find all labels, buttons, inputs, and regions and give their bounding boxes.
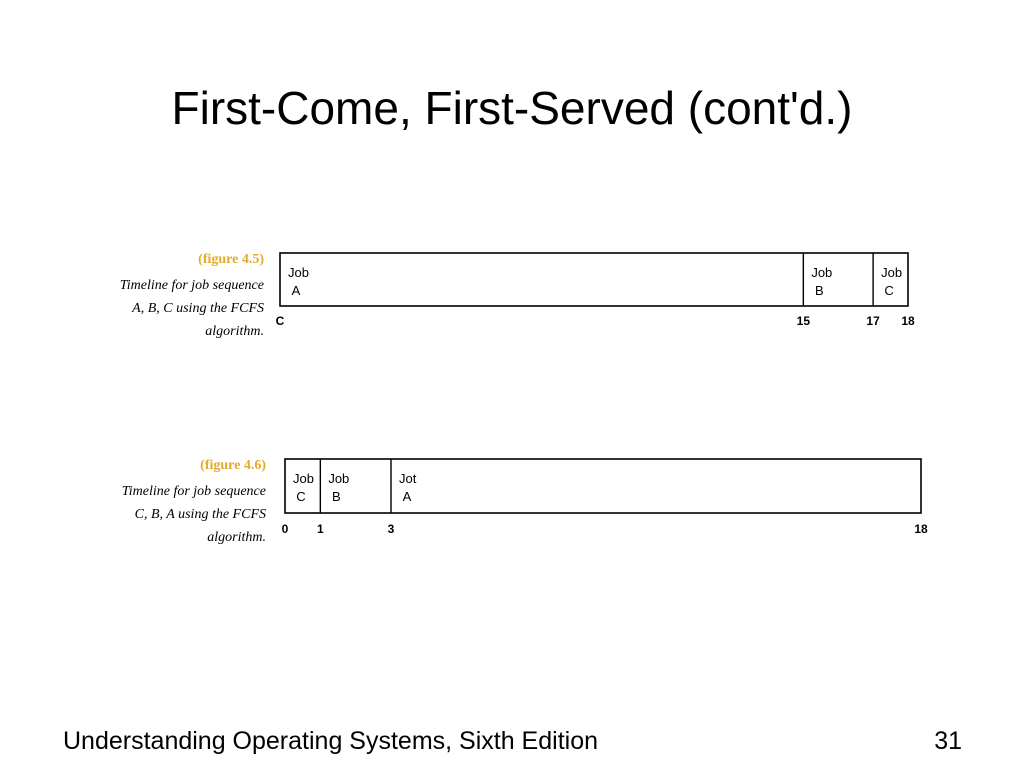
- caption-line: algorithm.: [207, 530, 266, 545]
- figure-description: Timeline for job sequence C, B, A using …: [66, 480, 266, 549]
- figure-description: Timeline for job sequence A, B, C using …: [64, 274, 264, 343]
- figure-4-6-caption: (figure 4.6) Timeline for job sequence C…: [66, 455, 266, 549]
- job-label: Job: [293, 471, 314, 486]
- job-label: Job: [328, 471, 349, 486]
- job-label: Job: [881, 265, 902, 280]
- slide-title: First-Come, First-Served (cont'd.): [171, 82, 853, 134]
- caption-line: A, B, C using the FCFS: [132, 301, 264, 316]
- job-letter: B: [332, 489, 341, 504]
- job-label: Jot: [399, 471, 417, 486]
- job-letter: C: [296, 489, 305, 504]
- tick-label: 1: [317, 522, 324, 536]
- caption-line: Timeline for job sequence: [121, 484, 266, 499]
- caption-line: algorithm.: [205, 324, 264, 339]
- job-label: Job: [288, 265, 309, 280]
- tick-label: 18: [914, 522, 928, 536]
- figure-4-5-caption: (figure 4.5) Timeline for job sequence A…: [64, 249, 264, 343]
- job-letter: A: [292, 283, 301, 298]
- tick-label: 17: [866, 314, 880, 328]
- job-letter: A: [403, 489, 412, 504]
- slide-footer: Understanding Operating Systems, Sixth E…: [63, 727, 598, 755]
- tick-label: 3: [388, 522, 395, 536]
- timeline-bar: [284, 458, 922, 514]
- tick-label: 0: [282, 522, 289, 536]
- caption-line: Timeline for job sequence: [119, 278, 264, 293]
- job-label: Job: [811, 265, 832, 280]
- job-letter: C: [884, 283, 893, 298]
- page-number: 31: [934, 727, 962, 755]
- timeline-bar: [279, 252, 909, 307]
- figure-label: (figure 4.5): [198, 252, 264, 267]
- tick-label: 15: [797, 314, 811, 328]
- tick-label: C: [276, 314, 285, 328]
- figure-label: (figure 4.6): [200, 458, 266, 473]
- caption-line: C, B, A using the FCFS: [134, 507, 266, 522]
- job-letter: B: [815, 283, 824, 298]
- tick-label: 18: [901, 314, 915, 328]
